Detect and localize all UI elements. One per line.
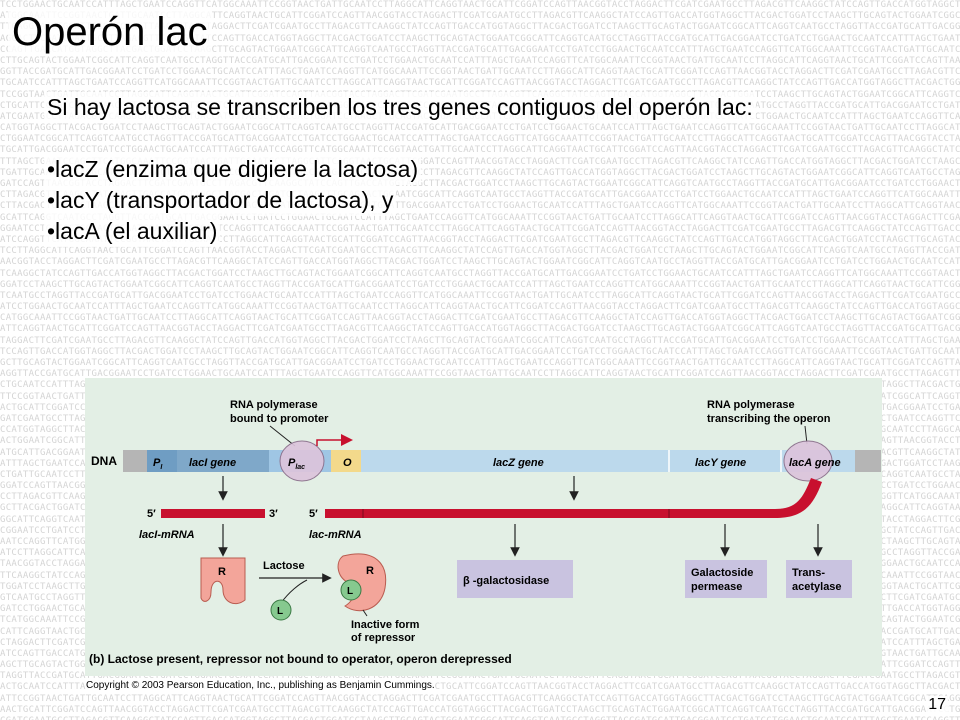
dna-left-end: [123, 450, 147, 472]
promoter-pointer: [269, 425, 296, 447]
dna-sequence-line: CTTACGACTGGATCCTAAGCTTGCAGTACTGGAATCGGCA…: [0, 201, 960, 212]
repressor-active-label: R: [218, 566, 226, 578]
inducer-binding-curve: [280, 579, 308, 604]
dna-sequence-line: ATCCTGGAACTGCAATCCATTTAGCTGAATCCAGGTTCAT…: [0, 302, 960, 313]
label-polymerase-promoter-line1: RNA polymerase: [230, 399, 318, 411]
dna-sequence-line: GGTTACCGATGCATTGACGGAATCCTGATCCTGGAACTGC…: [0, 67, 960, 78]
figure-caption: (b) Lactose present, repressor not bound…: [89, 652, 512, 666]
intro-text: Si hay lactosa se transcriben los tres g…: [44, 92, 904, 123]
dna-sequence-line: GCTTGCAGTACTGGAATCGGCATTCAGGTCAATGCCTAGG…: [0, 358, 960, 368]
segment-operator: [331, 450, 361, 472]
lac-mrna-label: lac-mRNA: [309, 529, 362, 541]
product-permease-box: [685, 560, 767, 598]
label-pi: PI: [153, 457, 163, 471]
dna-sequence-line: TCCAGTTGACCATGGTAGGCTTACGACTGGATCCTAAGCT…: [0, 346, 960, 357]
segment-lacy-gene: [669, 450, 781, 472]
dna-sequence-line: CCAGTTGACCATGGTAGGCTTACGACTGGATCCTAAGCTT…: [0, 44, 960, 55]
dna-right-end: [855, 450, 881, 472]
laci-mrna-label: lacI-mRNA: [139, 529, 195, 541]
dna-sequence-line: TTTAGCTGAATCCAGGTTCATGGCAAATTCCGGTAACTGA…: [0, 156, 960, 167]
inducer-free: [270, 599, 292, 621]
bullet-laca: •lacA (el auxiliar): [44, 216, 904, 247]
dna-sequence-line: AGGTTACCGATGCATTGACGGAATCCTGATCCTGGAACTG…: [0, 369, 960, 380]
product-galactosidase-label: β -galactosidase: [463, 575, 549, 587]
spacer: [44, 123, 904, 154]
repressor-inactive-label: R: [366, 565, 374, 577]
rna-polymerase-at-promoter: [279, 440, 325, 482]
dna-sequence-line: TGCAATCCATTTAGCTGAATCCAGGTTCATGGCAAATTCC…: [0, 78, 960, 89]
product-permease-line1: Galactoside: [691, 567, 753, 579]
laci-mrna-5prime: 5′: [147, 508, 156, 520]
rna-polymerase-transcribing: [783, 440, 833, 482]
slide-body: Si hay lactosa se transcriben los tres g…: [44, 92, 904, 247]
dna-sequence-line: TCAATGCCTAGGTTACCGATGCATTGACGGAATCCTGATC…: [0, 290, 960, 301]
copyright-notice: Copyright © 2003 Pearson Education, Inc.…: [86, 680, 435, 691]
dna-sequence-line: ACTGCAATCCATTTAGCTGAATCCAGGTTCATGGCAAATT…: [0, 682, 960, 693]
label-operator: O: [343, 457, 352, 469]
dna-sequence-line: AACTGCATTCGGATCCAGTTAACGGTACCTAGGACTTCGA…: [0, 704, 960, 715]
label-polymerase-transcribing-line1: RNA polymerase: [707, 399, 795, 411]
dna-sequence-line: TCCTGGAACTGCAATCCATTTAGCTGAATCCAGGTTCATG…: [0, 0, 960, 10]
dna-sequence-line: TGCATTGACGGAATCCTGATCCTGGAACTGCAATCCATTT…: [0, 145, 960, 156]
lac-mrna-strand: [325, 478, 822, 518]
bullet-lacz: •lacZ (enzima que digiere la lactosa): [44, 154, 904, 185]
inactive-pointer: [362, 609, 368, 617]
dna-sequence-line: ATTCCGGTAACTGATTGCAATCCTTAGGCATTCAGGTAAC…: [0, 693, 960, 704]
product-transacetylase-box: [786, 560, 852, 598]
segment-lacz-gene: [361, 450, 669, 472]
label-plac: Plac: [288, 457, 305, 471]
slide-title: Operón lac: [8, 10, 212, 55]
page-number: 17: [926, 696, 948, 714]
laci-mrna-3prime: 3′: [269, 508, 278, 520]
dna-sequence-line: CATGGCAAATTCCGGTAACTGATTGCAATCCTTAGGCATT…: [0, 313, 960, 324]
dna-sequence-line: TAGGTTACCGATGCATTGACGGAATCCTGATCCTGGAACT…: [0, 671, 960, 682]
dna-sequence-line: ATTCAGGTAACTGCATTCGGATCCAGTTAACGGTACCTAG…: [0, 324, 960, 335]
bullet-lacy: •lacY (transportador de lactosa), y: [44, 185, 904, 216]
transcription-direction-arrow: [316, 434, 353, 446]
dna-sequence-line: CTGGAATCGGCATTCAGGTCAATGCCTAGGTTACCGATGC…: [0, 134, 960, 145]
dna-sequence-line: TCCTTAGGCATTCAGGTAACTGCATTCGGATCCAGTTAAC…: [0, 246, 960, 257]
lac-operon-figure: RNA polymerase bound to promoter RNA pol…: [85, 378, 882, 676]
dna-sequence-line: AGGACTTCGATCGAATGCCTTAGACGTTCAAGGCTATCCA…: [0, 33, 960, 44]
lac-operon-diagram: RNA polymerase bound to promoter RNA pol…: [89, 399, 881, 666]
dna-sequence-line: TCAAGGCTATCCAGTTGACCATGGTAGGCTTACGACTGGA…: [0, 268, 960, 279]
segment-laci-gene: [177, 450, 269, 472]
label-polymerase-transcribing-line2: transcribing the operon: [707, 413, 831, 425]
inactive-label-line1: Inactive form: [351, 619, 420, 631]
label-laci-gene: lacI gene: [189, 457, 236, 469]
dna-label: DNA: [91, 454, 117, 468]
dna-sequence-line: ATGGCAAATTCCGGTAACTGATTGCAATCCTTAGGCATTC…: [0, 11, 960, 22]
dna-sequence-line: GGAATCCTGATCCTGGAACTGCAATCCATTTAGCTGAATC…: [0, 223, 960, 234]
label-polymerase-promoter-line2: bound to promoter: [230, 413, 329, 425]
repressor-inactive: [337, 553, 387, 611]
product-galactosidase-box: [457, 560, 573, 598]
dna-sequence-line: CTTGCAGTACTGGAATCGGCATTCAGGTCAATGCCTAGGT…: [0, 55, 960, 66]
dna-sequence-line: GGATCCTAAGCTTGCAGTACTGGAATCGGCATTCAGGTCA…: [0, 279, 960, 290]
dna-sequence-line: ATCCAGGTTCATGGCAAATTCCGGTAACTGATTGCAATCC…: [0, 234, 960, 245]
label-laca-gene: lacA gene: [789, 457, 841, 469]
dna-sequence-line: GCATTCAGGTCAATGCCTAGGTTACCGATGCATTGACGGA…: [0, 212, 960, 223]
inactive-label-line2: of repressor: [351, 632, 416, 644]
segment-pi: [147, 450, 177, 472]
inducer-free-label: L: [277, 606, 283, 617]
product-transacetylase-line1: Trans-: [792, 567, 825, 579]
laci-mrna-strand: [161, 509, 265, 518]
dna-sequence-line: CATGGTAGGCTTACGACTGGATCCTAAGCTTGCAGTACTG…: [0, 123, 960, 134]
dna-sequence-line: CTTAGACGTTCAAGGCTATCCAGTTGACCATGGTAGGCTT…: [0, 190, 960, 201]
label-lacz-gene: lacZ gene: [493, 457, 544, 469]
product-permease-line2: permease: [691, 581, 742, 593]
dna-sequence-line: TTCAGGTAACTGCATTCGGATCCAGTTAACGGTACCTAGG…: [0, 22, 960, 33]
dna-sequence-line: GATCCAGTTAACGGTACCTAGGACTTCGATCGAATGCCTT…: [0, 179, 960, 189]
lactose-label: Lactose: [263, 560, 305, 572]
dna-sequence-line: TGATTGCAATCCTTAGGCATTCAGGTAACTGCATTCGGAT…: [0, 167, 960, 178]
label-lacy-gene: lacY gene: [695, 457, 746, 469]
inducer-bound: [340, 579, 362, 601]
dna-sequence-line: AACGGTACCTAGGACTTCGATCGAATGCCTTAGACGTTCA…: [0, 257, 960, 268]
repressor-active: [200, 557, 246, 605]
product-transacetylase-line2: acetylase: [792, 581, 842, 593]
inducer-bound-label: L: [347, 586, 353, 597]
dna-sequence-line: CGATCGAATGCCTTAGACGTTCAAGGCTATCCAGTTGACC…: [0, 716, 960, 720]
dna-sequence-line: TAGGACTTCGATCGAATGCCTTAGACGTTCAAGGCTATCC…: [0, 335, 960, 346]
lac-mrna-5prime: 5′: [309, 508, 318, 520]
